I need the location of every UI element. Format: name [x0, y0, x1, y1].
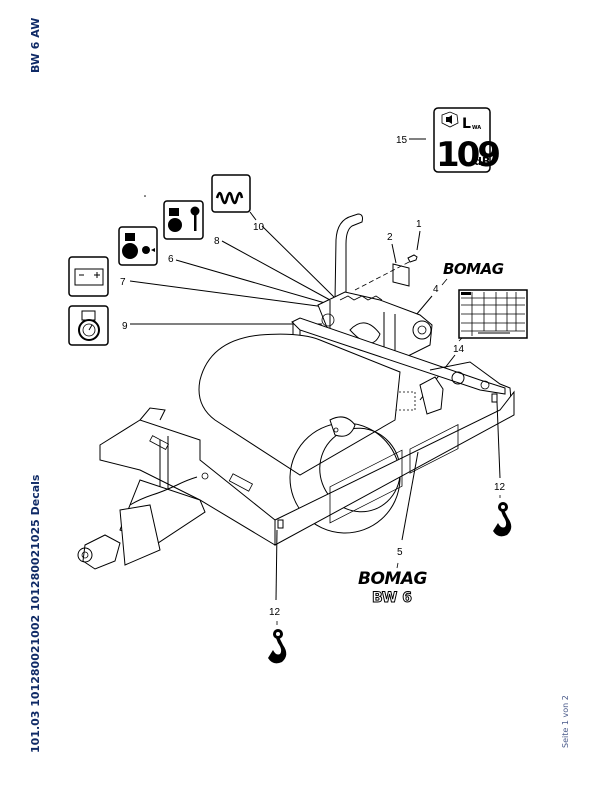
battery-icon — [74, 268, 104, 286]
callout-8: 8 — [214, 236, 220, 247]
callout-12-left: 12 — [269, 607, 281, 618]
exhaust-pipe — [334, 213, 363, 301]
speaker-glyph — [446, 115, 452, 124]
lwa-subscript: WA — [472, 125, 481, 131]
callout-4: 4 — [433, 284, 439, 295]
decal-lifting-hook-right: 12 — [493, 401, 512, 537]
decal-oil-pressure — [68, 305, 109, 346]
lwa-symbol: L — [462, 116, 471, 132]
callout-6: 6 — [168, 254, 174, 265]
screw-part — [407, 254, 418, 263]
engine-start-icon — [122, 243, 138, 259]
brand-decal-bottom: BOMAG — [358, 569, 427, 589]
callout-15: 15 — [396, 135, 408, 146]
decal-engine-start — [118, 226, 158, 266]
engine-icon — [168, 218, 182, 232]
drum — [198, 333, 401, 476]
hook-icon — [498, 502, 508, 512]
callout-7: 7 — [120, 277, 126, 288]
model-decal-bottom: BW 6 — [372, 590, 412, 606]
leader-lines — [129, 211, 336, 325]
vibration-wave-icon — [215, 191, 244, 205]
callout-5: 5 — [397, 547, 403, 558]
decal-sound-level: L WA 109 dB — [433, 107, 502, 175]
callout-12-right: 12 — [494, 482, 506, 493]
cable — [129, 476, 198, 506]
plate-part — [392, 263, 410, 287]
callout-2: 2 — [387, 232, 393, 243]
callout-14: 14 — [453, 344, 465, 355]
engine-block-icon — [169, 208, 179, 216]
decal-vibration — [211, 174, 251, 213]
speaker-icon — [441, 111, 459, 128]
callout-9: 9 — [122, 321, 128, 332]
sound-level-unit: dB — [474, 155, 490, 168]
decal-lifting-hook-left: 12 — [268, 529, 287, 664]
decal-battery — [68, 256, 109, 297]
roller-machine — [77, 213, 515, 570]
decal-ignition — [163, 200, 204, 240]
decal-maintenance-table — [458, 289, 528, 339]
tow-eye — [82, 534, 121, 570]
brand-decal-top: BOMAG — [443, 260, 504, 278]
key-icon — [190, 206, 200, 216]
sound-level-value: 109 — [436, 135, 499, 175]
callout-10: 10 — [253, 222, 265, 233]
callout-1: 1 — [416, 219, 422, 230]
hook-icon — [273, 629, 283, 639]
